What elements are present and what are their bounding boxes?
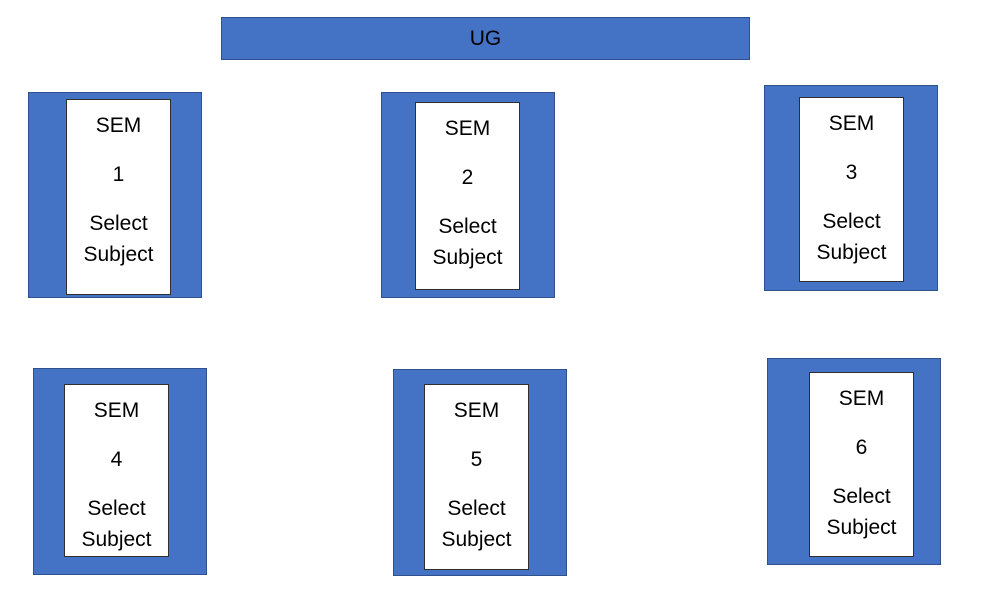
semester-card-1[interactable]: SEM 1 Select Subject <box>66 99 171 295</box>
semester-label: SEM <box>95 114 142 137</box>
semester-card-3[interactable]: SEM 3 Select Subject <box>799 97 904 282</box>
select-subject-link[interactable]: Select Subject <box>83 212 154 266</box>
semester-number: 6 <box>855 436 868 459</box>
semester-card-6[interactable]: SEM 6 Select Subject <box>809 372 914 557</box>
semester-number: 5 <box>470 448 483 471</box>
semester-label: SEM <box>828 112 875 135</box>
select-subject-link[interactable]: Select Subject <box>826 485 897 539</box>
semester-label: SEM <box>93 399 140 422</box>
semester-number: 4 <box>110 448 123 471</box>
semester-number: 3 <box>845 161 858 184</box>
semester-label: SEM <box>453 399 500 422</box>
semester-number: 2 <box>461 166 474 189</box>
select-subject-link[interactable]: Select Subject <box>441 497 512 551</box>
ug-header-bar: UG <box>221 17 750 60</box>
semester-card-5[interactable]: SEM 5 Select Subject <box>424 384 529 570</box>
semester-number: 1 <box>112 163 125 186</box>
ug-title: UG <box>469 26 502 50</box>
semester-label: SEM <box>838 387 885 410</box>
semester-label: SEM <box>444 117 491 140</box>
semester-card-2[interactable]: SEM 2 Select Subject <box>415 102 520 290</box>
select-subject-link[interactable]: Select Subject <box>816 210 887 264</box>
semester-card-4[interactable]: SEM 4 Select Subject <box>64 384 169 557</box>
select-subject-link[interactable]: Select Subject <box>432 215 503 269</box>
select-subject-link[interactable]: Select Subject <box>81 497 152 551</box>
